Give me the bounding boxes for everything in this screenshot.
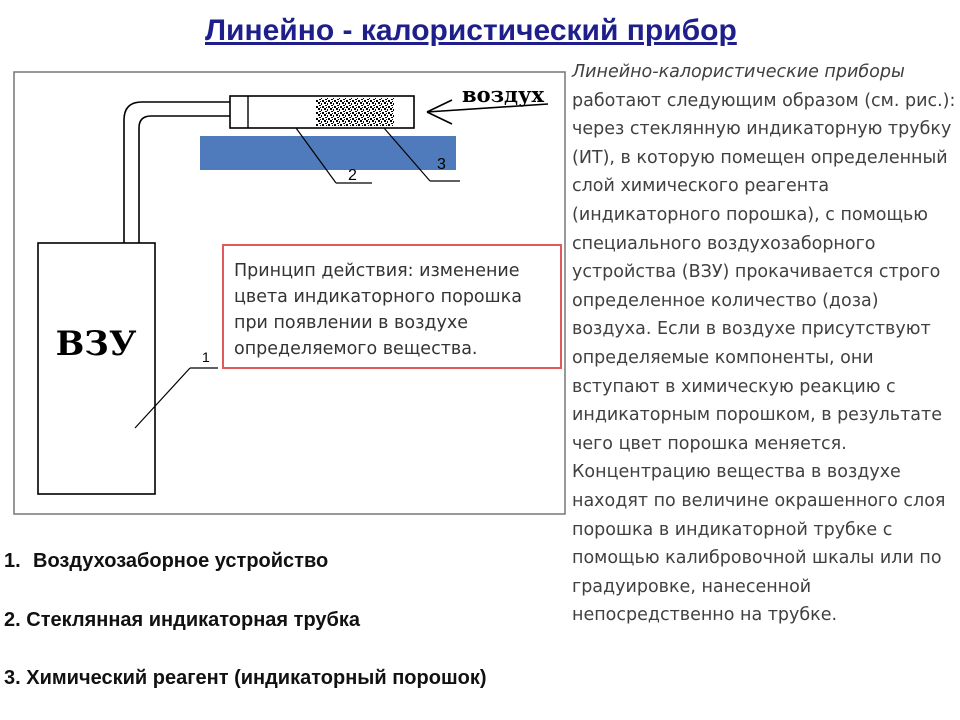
legend-text: Химический реагент (индикаторный порошок… [26, 667, 487, 689]
legend-item-2: 2. Стеклянная индикаторная трубка [4, 609, 360, 632]
legend-text: Воздухозаборное устройство [33, 550, 329, 572]
air-label: воздух [462, 82, 544, 107]
diagram-frame [13, 71, 566, 515]
powder-layer [316, 98, 394, 126]
description-body: работают следующим образом (см. рис.): ч… [572, 90, 956, 626]
legend-item-3: 3. Химический реагент (индикаторный поро… [4, 667, 487, 690]
air-intake-device [37, 242, 156, 495]
device-label: ВЗУ [56, 324, 137, 364]
slide-title: Линейно - калористический прибор [205, 14, 737, 47]
callout-3: 3 [437, 156, 446, 173]
principle-box: Принцип действия: изменение цвета индика… [222, 244, 562, 369]
air-arrow-icon [426, 99, 549, 125]
legend-item-1: 1. Воздухозаборное устройство [4, 550, 328, 573]
reagent-bar [200, 136, 456, 170]
hose [123, 101, 232, 243]
legend-number: 3. [4, 667, 21, 689]
callout-2: 2 [348, 167, 357, 184]
description-text: Линейно-калористические приборы работают… [572, 58, 957, 630]
legend-number: 2. [4, 609, 21, 631]
description-intro: Линейно-калористические приборы [572, 62, 905, 82]
legend-number: 1. [4, 550, 21, 572]
callout-1: 1 [202, 349, 210, 365]
legend-text: Стеклянная индикаторная трубка [26, 609, 360, 631]
